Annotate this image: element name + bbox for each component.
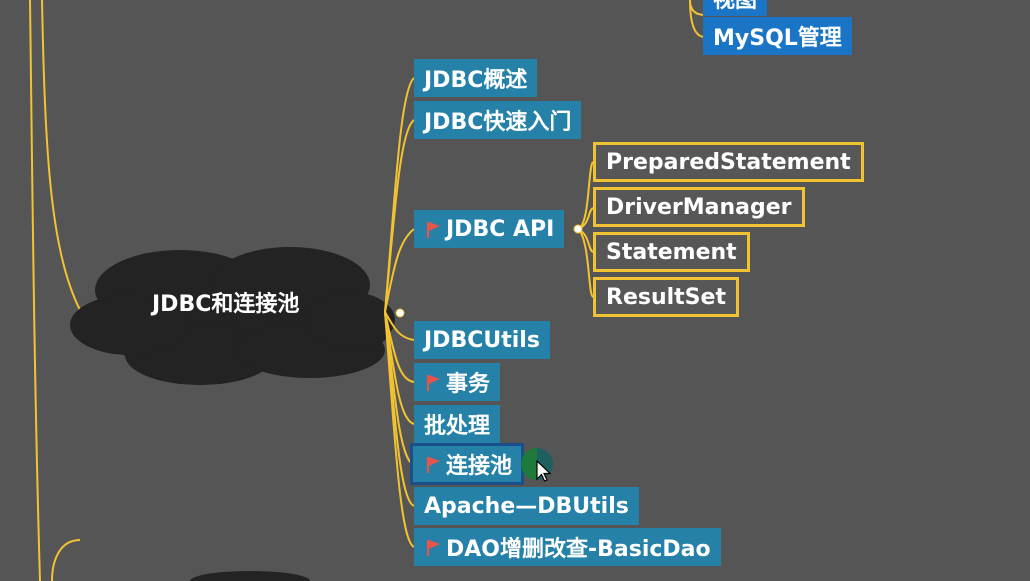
branch-label: 连接池: [446, 454, 513, 479]
api-child-label: PreparedStatement: [606, 149, 851, 175]
api-child-label: DriverManager: [606, 194, 792, 220]
top-node-mysql-admin-label: MySQL管理: [713, 26, 842, 51]
branch-label: JDBC快速入门: [424, 110, 572, 135]
api-child-drivermanager[interactable]: DriverManager: [593, 187, 805, 227]
mouse-cursor-icon: [536, 460, 552, 482]
root-collapse-dot[interactable]: [395, 308, 405, 318]
api-child-label: ResultSet: [606, 284, 726, 310]
api-child-statement[interactable]: Statement: [593, 232, 750, 272]
branch-batch[interactable]: 批处理: [414, 405, 501, 443]
api-child-preparedstatement[interactable]: PreparedStatement: [593, 142, 864, 182]
top-node-view[interactable]: 视图: [703, 0, 768, 16]
branch-label: JDBCUtils: [424, 327, 540, 353]
api-child-label: Statement: [606, 239, 737, 265]
branch-label: JDBC概述: [424, 68, 528, 93]
root-node-label[interactable]: JDBC和连接池: [152, 292, 300, 317]
add-subtopic-button-half: [521, 448, 537, 480]
branch-label: Apache—DBUtils: [424, 493, 629, 519]
top-node-view-label: 视图: [713, 0, 758, 13]
branch-label: JDBC API: [446, 216, 555, 242]
branch-transaction[interactable]: 事务: [414, 363, 501, 401]
flag-icon: [426, 455, 442, 473]
top-node-mysql-admin[interactable]: MySQL管理: [703, 17, 852, 55]
branch-dao-crud[interactable]: DAO增删改查-BasicDao: [414, 528, 721, 566]
outer-connectors: [29, 0, 706, 581]
branch-connectors: [384, 77, 594, 548]
api-collapse-dot[interactable]: [573, 224, 583, 234]
flag-icon: [426, 220, 442, 238]
branch-connection-pool[interactable]: 连接池: [409, 443, 525, 485]
api-child-resultset[interactable]: ResultSet: [593, 277, 739, 317]
branch-label: 批处理: [424, 414, 491, 439]
flag-icon: [426, 538, 442, 556]
flag-icon: [426, 373, 442, 391]
branch-jdbc-api[interactable]: JDBC API: [414, 210, 565, 248]
branch-label: 事务: [446, 372, 491, 397]
branch-apache-dbutils[interactable]: Apache—DBUtils: [414, 487, 639, 525]
branch-label: DAO增删改查-BasicDao: [446, 537, 711, 562]
branch-jdbc-overview[interactable]: JDBC概述: [414, 59, 538, 97]
branch-jdbc-quickstart[interactable]: JDBC快速入门: [414, 101, 582, 139]
root-cloud[interactable]: [70, 247, 395, 581]
branch-jdbcutils[interactable]: JDBCUtils: [414, 321, 550, 359]
